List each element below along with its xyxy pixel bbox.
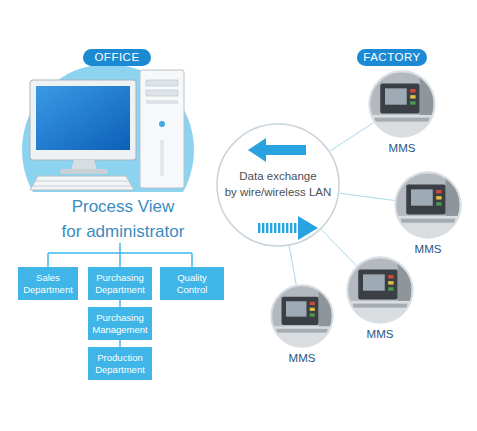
mms-photo: MMS <box>368 70 436 138</box>
tree-bracket <box>48 243 192 267</box>
machine-photo <box>270 284 334 348</box>
machine-label: MMS <box>367 328 394 340</box>
photo-circle <box>394 171 462 239</box>
caption-label: Process View for administrator <box>38 194 208 244</box>
connector-line <box>321 229 356 265</box>
blue-backdrop <box>22 64 194 192</box>
photo-circle <box>346 256 414 324</box>
power-button <box>159 121 165 127</box>
right-arrow <box>258 216 318 240</box>
connector-line <box>289 246 296 285</box>
photo-ring <box>369 71 434 136</box>
tag-text: FACTORY <box>363 52 420 64</box>
drive-bay <box>146 100 178 104</box>
photo-circle <box>270 284 334 348</box>
photo-circle <box>368 70 436 138</box>
department-box: Sales Department <box>18 267 78 300</box>
photo-ring <box>395 172 460 237</box>
photo-ring <box>347 257 412 322</box>
node-text: Quality Control <box>164 272 220 295</box>
department-box: Purchasing Management <box>88 307 152 340</box>
mms-photo: MMS <box>270 284 334 348</box>
pc-tower <box>140 70 184 188</box>
connector-line <box>330 123 374 151</box>
bracket-line <box>119 253 121 267</box>
node-text: Sales Department <box>22 272 74 295</box>
tower-detail <box>160 140 164 176</box>
machine-photo <box>368 70 436 138</box>
node-text: Data exchange by wire/wireless LAN <box>225 169 332 200</box>
machine-photo <box>346 256 414 324</box>
drive-bay <box>146 90 178 96</box>
machine-label: MMS <box>389 142 416 154</box>
circle-shape <box>216 123 340 247</box>
machine-label: MMS <box>289 352 316 364</box>
tag-text: OFFICE <box>94 52 139 64</box>
department-box: Purchasing Department <box>88 267 152 300</box>
monitor-frame <box>30 80 136 160</box>
node-text: Purchasing Management <box>92 312 148 335</box>
drive-bay <box>146 80 178 86</box>
bracket-line <box>119 243 121 253</box>
section-tag: OFFICE <box>83 49 151 66</box>
monitor-neck <box>71 160 97 170</box>
machine-label: MMS <box>415 243 442 255</box>
photo-ring <box>271 285 332 346</box>
keyboard <box>30 176 134 190</box>
connector-line <box>119 340 121 347</box>
node-text: Purchasing Department <box>92 272 148 295</box>
bracket-line <box>191 253 193 267</box>
left-arrow <box>248 138 306 162</box>
monitor-screen <box>36 86 130 150</box>
monitor-base <box>60 169 108 174</box>
keyboard-row <box>33 186 131 187</box>
bracket-line <box>47 253 49 267</box>
mms-photo: MMS <box>346 256 414 324</box>
keyboard-row <box>36 181 128 182</box>
section-tag: FACTORY <box>357 49 427 66</box>
lan-circle: Data exchange by wire/wireless LAN <box>216 123 340 247</box>
mms-photo: MMS <box>394 171 462 239</box>
department-box: Production Department <box>88 347 152 380</box>
circle-outline <box>217 124 339 246</box>
connector-line <box>339 193 394 200</box>
connector-line <box>119 300 121 307</box>
machine-photo <box>394 171 462 239</box>
department-box: Quality Control <box>160 267 224 300</box>
node-text: Production Department <box>92 352 148 375</box>
